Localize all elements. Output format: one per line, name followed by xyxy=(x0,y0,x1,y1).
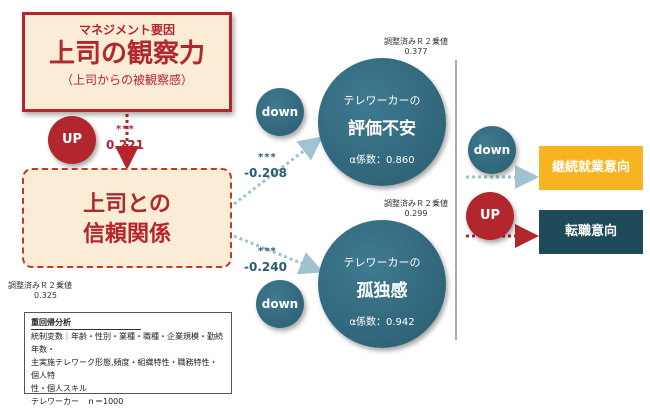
r2-trust: 調整済みＲ２乗値 0.325 xyxy=(8,281,72,301)
isolation-alpha: α係数：0.942 xyxy=(349,317,415,328)
r2-eval: 調整済みＲ２乗値 0.377 xyxy=(384,37,448,57)
badge-down-eval: down xyxy=(256,88,304,136)
r2-eval-value: 0.377 xyxy=(404,47,428,56)
r2-trust-value: 0.325 xyxy=(34,291,57,300)
note-line4: テレワーカー ｎ＝1000 xyxy=(31,397,124,406)
stars-trust-isolation: *** xyxy=(258,246,277,257)
coef-observe-trust: 0.221 xyxy=(106,138,144,152)
observe-sub: マネジメント要因 xyxy=(78,23,175,37)
node-isolation: テレワーカーの 孤独感 α係数：0.942 xyxy=(318,220,446,348)
r2-trust-label: 調整済みＲ２乗値 xyxy=(8,281,72,290)
observe-main: 上司の観察力 xyxy=(48,39,205,69)
isolation-line1: テレワーカーの xyxy=(343,256,421,269)
badge-down-isolation: down xyxy=(256,280,304,328)
r2-isolation-value: 0.299 xyxy=(404,209,428,218)
badge-down-retention: down xyxy=(468,126,516,174)
trust-line2: 信頼関係 xyxy=(82,222,171,247)
node-turnover-intention: 転職意向 xyxy=(539,210,643,254)
badge-up-observe: UP xyxy=(48,116,96,164)
node-retention-intention: 継続就業意向 xyxy=(539,146,643,190)
trust-line1: 上司との xyxy=(83,192,171,217)
eval-line2: 評価不安 xyxy=(348,119,416,139)
eval-line1: テレワーカーの xyxy=(343,94,421,107)
badge-up-turnover: UP xyxy=(466,192,514,240)
node-observation-ability: マネジメント要因 上司の観察力 （上司からの被観察感） xyxy=(22,12,232,112)
note-line3: 性・個人スキル xyxy=(31,384,87,393)
note-title: 重回帰分析 xyxy=(31,316,141,330)
coef-trust-isolation: -0.240 xyxy=(244,260,287,274)
observe-paren: （上司からの被観察感） xyxy=(60,73,193,87)
analysis-note: 重回帰分析 統制変数｜年齢・性別・業種・職種・企業規模・勤続年数・ 主実施テレワ… xyxy=(24,312,232,406)
isolation-line2: 孤独感 xyxy=(356,281,408,301)
stars-observe-trust: *** xyxy=(116,124,135,135)
node-trust-relationship: 上司との 信頼関係 xyxy=(22,168,232,268)
r2-isolation-label: 調整済みＲ２乗値 xyxy=(384,199,448,208)
stars-trust-eval: *** xyxy=(258,152,277,163)
note-line1: 統制変数｜年齢・性別・業種・職種・企業規模・勤続年数・ xyxy=(31,332,223,354)
note-line2: 主実施テレワーク形態,頻度・組織特性・職務特性・個人特 xyxy=(31,358,218,380)
coef-trust-eval: -0.208 xyxy=(244,166,287,180)
node-evaluation-anxiety: テレワーカーの 評価不安 α係数：0.860 xyxy=(318,58,446,186)
r2-isolation: 調整済みＲ２乗値 0.299 xyxy=(384,199,448,219)
eval-alpha: α係数：0.860 xyxy=(349,155,415,166)
r2-eval-label: 調整済みＲ２乗値 xyxy=(384,37,448,46)
